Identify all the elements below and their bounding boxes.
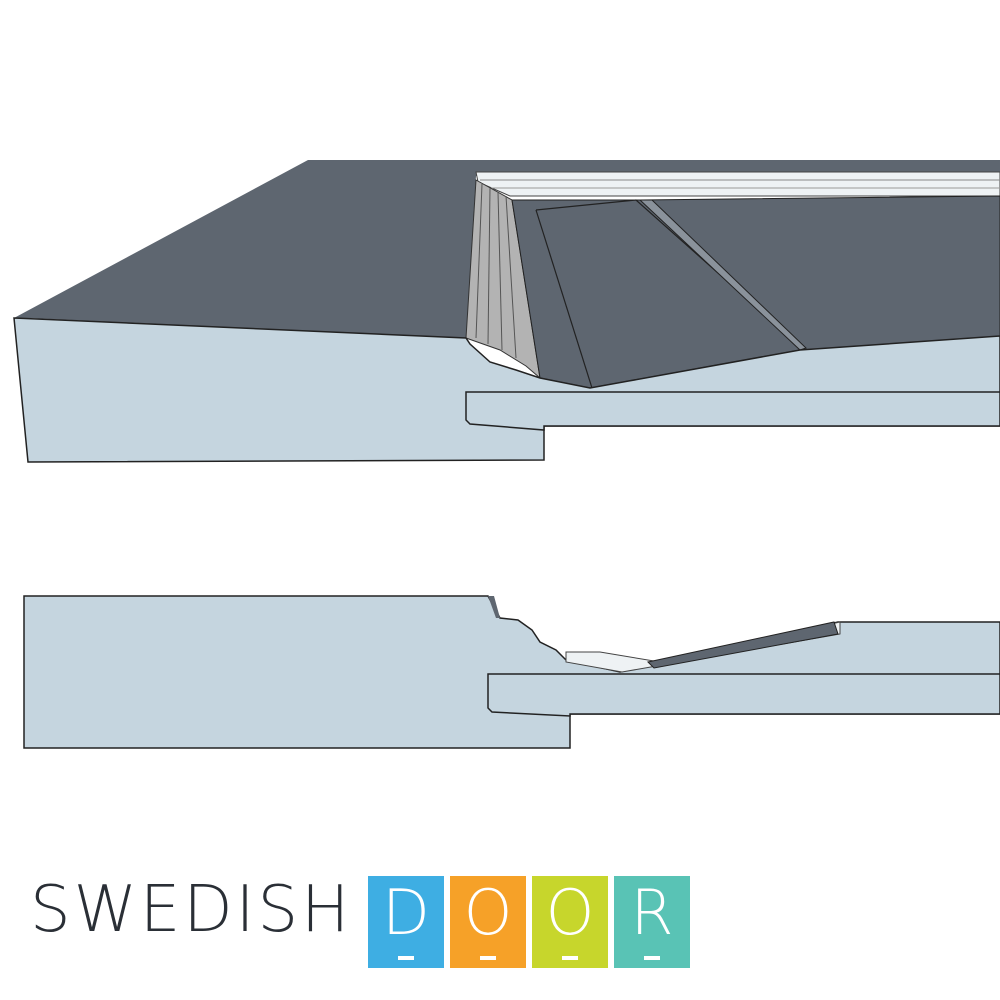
logo-tile-bar bbox=[398, 956, 414, 960]
lower-profile-face bbox=[23, 595, 1000, 749]
upper-groove bbox=[465, 391, 1000, 431]
lower-groove bbox=[487, 673, 1000, 717]
upper-panel-section bbox=[13, 160, 1000, 463]
logo-tile-d: D bbox=[368, 876, 444, 968]
logo-tile-r: R bbox=[614, 876, 690, 968]
lower-molding-shadow bbox=[488, 596, 500, 618]
logo-tile-bar bbox=[480, 956, 496, 960]
logo-tile-letter: D bbox=[382, 876, 430, 949]
logo-tile-bar bbox=[644, 956, 660, 960]
lower-profile-section bbox=[23, 595, 1000, 749]
logo-tile-o2: O bbox=[532, 876, 608, 968]
panel-edge-strip bbox=[475, 171, 1000, 197]
stile-top-surface bbox=[14, 160, 1000, 338]
logo-tile-bar bbox=[562, 956, 578, 960]
lower-bevel-strip bbox=[565, 621, 841, 673]
logo-tile-letter: R bbox=[630, 876, 674, 949]
logo-tile-letter: O bbox=[463, 876, 513, 949]
panel-bevel-highlight bbox=[638, 199, 807, 351]
logo-tile-letter: O bbox=[545, 876, 595, 949]
lower-panel-edge bbox=[646, 621, 839, 669]
logo-tile-o1: O bbox=[450, 876, 526, 968]
logo-word-swedish: SWEDISH bbox=[30, 873, 353, 947]
